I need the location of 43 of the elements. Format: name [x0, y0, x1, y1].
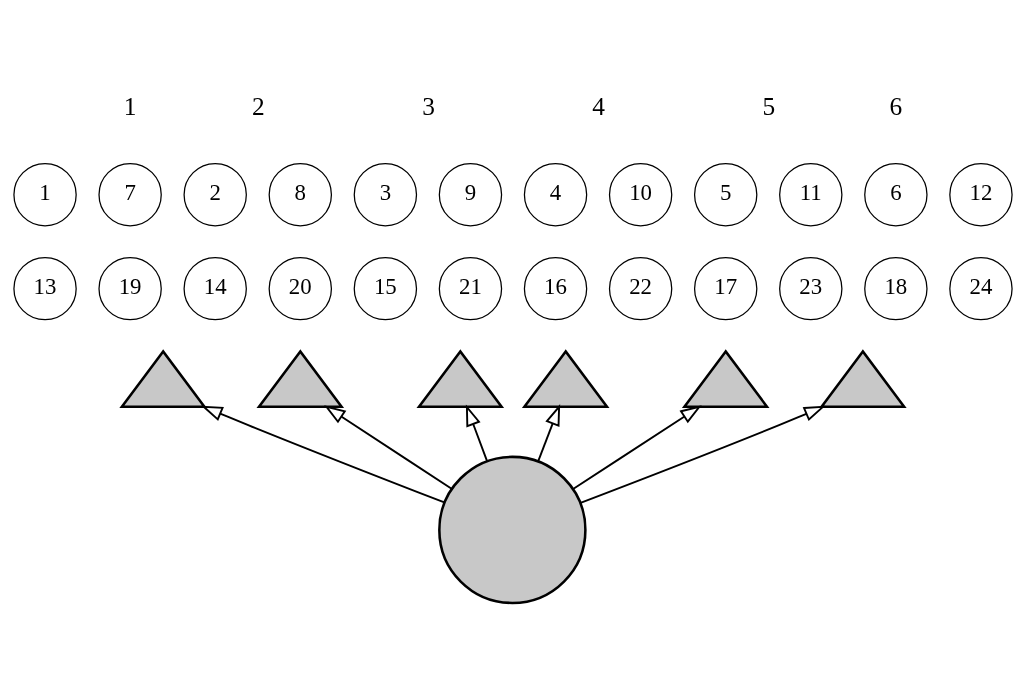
node-circle: 13 [13, 256, 77, 321]
node-sector [681, 349, 770, 408]
arrow [201, 405, 446, 504]
arrow [537, 404, 561, 463]
node-circle: 7 [98, 162, 162, 227]
node-circle: 1 [13, 162, 77, 227]
node-circle: 4 [523, 162, 588, 227]
node-circle: 9 [438, 162, 503, 227]
node-circle: 22 [608, 256, 673, 321]
node-circle: 5 [693, 162, 758, 227]
node-circle: 12 [949, 162, 1013, 227]
node-circle: 19 [98, 256, 162, 321]
label: 1 [123, 92, 137, 121]
node-circle: 16 [523, 256, 588, 321]
node-circle: 3 [353, 162, 418, 227]
node-circle: 10 [608, 162, 673, 227]
label: 6 [889, 92, 903, 121]
node-circle: 21 [438, 256, 503, 321]
label: 5 [762, 92, 776, 121]
node-circle [438, 455, 587, 605]
node-circle: 11 [779, 162, 843, 227]
arrow [465, 404, 489, 463]
node-sector [819, 349, 907, 408]
arrow [572, 405, 702, 490]
node-circle: 20 [268, 256, 333, 321]
node-circle: 2 [183, 162, 247, 227]
node-sector [119, 349, 207, 408]
node-circle: 24 [949, 256, 1013, 321]
label: 3 [422, 92, 435, 121]
node-circle: 8 [268, 162, 333, 227]
node-circle: 6 [864, 162, 928, 227]
label: 2 [252, 92, 265, 121]
node-circle: 17 [693, 256, 758, 321]
arrow [324, 405, 453, 490]
node-sector [256, 349, 345, 408]
node-circle: 15 [353, 256, 418, 321]
label: 4 [592, 92, 606, 121]
node-circle: 23 [779, 256, 843, 321]
node-circle: 14 [183, 256, 247, 321]
node-sector [521, 349, 610, 408]
node-sector [416, 349, 505, 408]
arrow [579, 405, 826, 504]
node-circle: 18 [864, 256, 928, 321]
